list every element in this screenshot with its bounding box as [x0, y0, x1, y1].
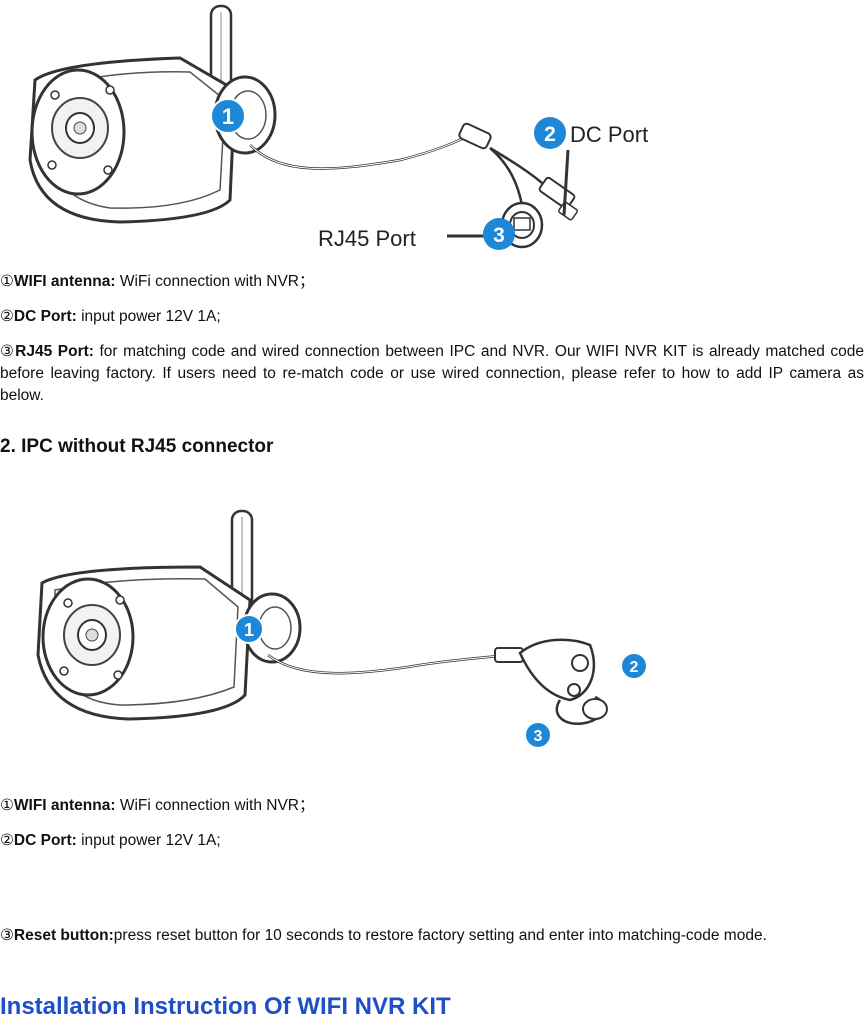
marker: ② [0, 308, 14, 325]
marker: ③ [0, 343, 16, 360]
spec-line-wifi-antenna: ①WIFI antenna: WiFi connection with NVR； [0, 271, 864, 293]
marker: ① [0, 273, 14, 290]
spec-line-rj45-port: ③RJ45 Port: for matching code and wired … [0, 341, 864, 407]
section-heading: 2. IPC without RJ45 connector [0, 436, 274, 457]
marker: ① [0, 797, 14, 814]
page-heading: Installation Instruction Of WIFI NVR KIT [0, 993, 451, 1020]
term: WIFI antenna: [13, 797, 116, 814]
callout-number: 1 [222, 104, 234, 129]
desc: WiFi connection with NVR； [115, 797, 315, 814]
callout-number: 3 [493, 224, 505, 247]
desc: press reset button for 10 seconds to res… [113, 927, 767, 944]
desc: input power 12V 1A; [76, 308, 221, 325]
callout-badge-2: 2 [534, 117, 566, 149]
desc: WiFi connection with NVR； [115, 273, 315, 290]
callout-number: 3 [534, 728, 543, 745]
desc: input power 12V 1A; [76, 832, 221, 849]
callout-badge-3: 3 [483, 218, 515, 250]
term: Reset button: [13, 927, 114, 944]
term: DC Port: [13, 308, 77, 325]
rj45-port-label: RJ45 Port [318, 226, 416, 251]
spec-line-dc-port: ②DC Port: input power 12V 1A; [0, 830, 864, 852]
callout-badge-2: 2 [622, 654, 646, 678]
camera-figure-1: 1 2 DC Port 3 RJ45 Port [28, 4, 648, 251]
desc: for matching code and wired connection b… [0, 343, 864, 404]
dc-port-label: DC Port [570, 122, 648, 147]
term: DC Port: [13, 832, 77, 849]
spec-line-dc-port: ②DC Port: input power 12V 1A; [0, 306, 864, 328]
callout-badge-1: 1 [234, 614, 264, 644]
callout-number: 2 [544, 123, 556, 146]
marker: ② [0, 832, 14, 849]
spec-line-wifi-antenna: ①WIFI antenna: WiFi connection with NVR； [0, 795, 864, 817]
callout-number: 2 [630, 659, 639, 676]
callout-number: 1 [244, 620, 254, 640]
callout-badge-3: 3 [526, 723, 550, 747]
term: WIFI antenna: [13, 273, 116, 290]
marker: ③ [0, 927, 14, 944]
callout-badge-1: 1 [210, 98, 246, 134]
camera-figure-2: 1 2 3 [36, 509, 646, 747]
spec-line-reset-button: ③Reset button:press reset button for 10 … [0, 925, 864, 947]
term: RJ45 Port: [15, 343, 94, 360]
